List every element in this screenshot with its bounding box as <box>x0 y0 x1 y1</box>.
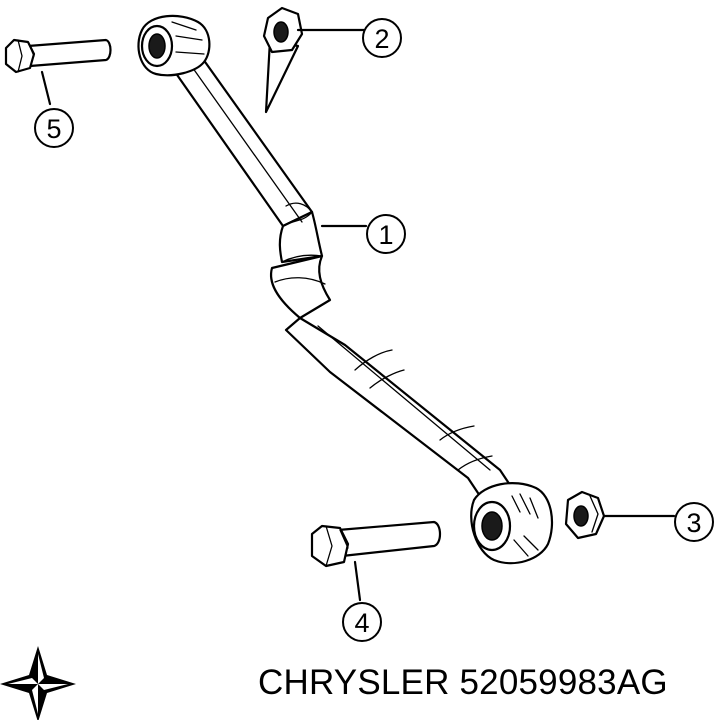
callout-4-number: 4 <box>354 608 369 638</box>
bolt-5-head <box>4 38 36 74</box>
caption-brand: CHRYSLER <box>258 663 450 702</box>
bolt-part-4 <box>310 520 442 568</box>
flag-nut-hole <box>273 21 289 43</box>
part-caption: CHRYSLER 52059983AG <box>258 663 668 703</box>
track-bar-ring-1 <box>285 202 313 213</box>
callout-2-number: 2 <box>374 24 389 54</box>
flag-nut-part-2 <box>262 6 304 114</box>
track-bar-ring-8 <box>439 425 475 441</box>
nut-part-3 <box>564 490 606 540</box>
leader-line-5 <box>40 70 52 106</box>
lower-bushing-eye <box>470 482 554 565</box>
track-bar-part-1 <box>137 14 554 565</box>
bolt-4-head <box>310 524 350 568</box>
bolt-4-shank <box>336 520 442 558</box>
bolt-5-shank <box>26 38 112 68</box>
track-bar-lower-rod <box>284 316 514 498</box>
callout-5: 5 <box>34 108 74 148</box>
leader-line-4 <box>353 560 362 602</box>
track-bar-ring-2 <box>282 211 313 227</box>
callout-3: 3 <box>674 502 714 542</box>
callout-4: 4 <box>342 602 382 642</box>
track-bar-ring-5 <box>299 299 331 319</box>
track-bar-ring-6 <box>354 349 393 371</box>
track-bar-ring-4 <box>274 277 326 285</box>
bolt-part-5 <box>4 38 112 74</box>
callout-5-number: 5 <box>46 114 61 144</box>
callout-1-number: 1 <box>378 220 393 250</box>
caption-part-number: 52059983AG <box>459 663 668 702</box>
track-bar-edge-line-lower <box>317 325 491 471</box>
track-bar-ring-7 <box>369 369 405 389</box>
upper-bushing-eye <box>137 14 211 77</box>
callout-3-number: 3 <box>686 508 701 538</box>
track-bar-ring-3 <box>281 254 323 263</box>
callout-1: 1 <box>366 214 406 254</box>
track-bar-edge-line <box>189 63 303 223</box>
track-bar-bend <box>269 254 332 320</box>
callout-2: 2 <box>362 18 402 58</box>
track-bar-upper-rod <box>166 50 314 228</box>
track-bar-ring-9 <box>457 455 493 471</box>
chrysler-pentastar-logo-icon <box>0 646 76 722</box>
